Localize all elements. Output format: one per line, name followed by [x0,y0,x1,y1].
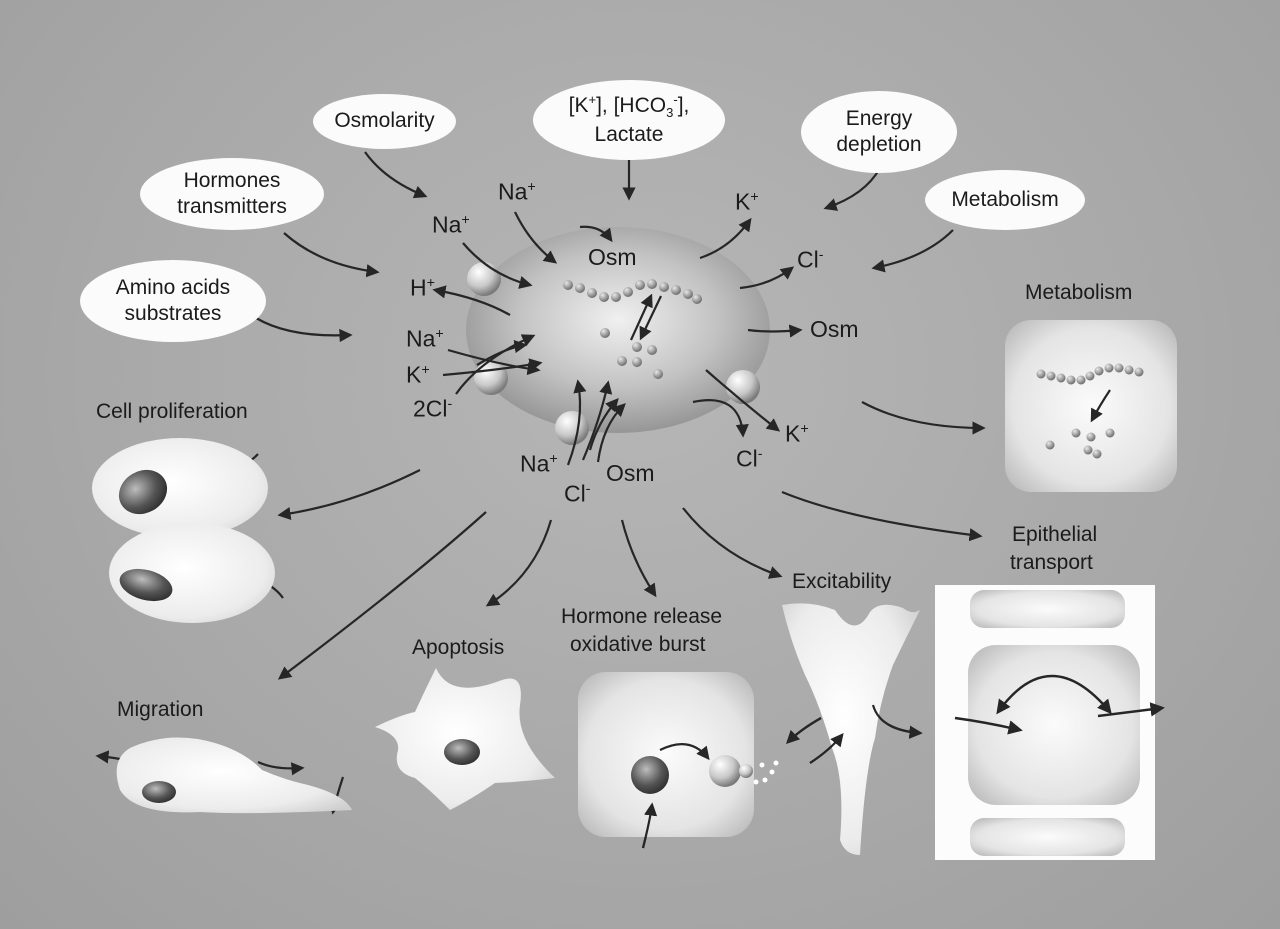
input-bubble-energy: Energy depletion [801,91,957,173]
ion-na-top: Na+ [498,178,536,205]
ion-cl-lower-right: Cl- [736,445,763,472]
ion-na-bottom: Na+ [520,450,558,477]
ion-na-left: Na+ [432,211,470,238]
input-bubble-ions: [K+], [HCO3-], Lactate [533,80,725,160]
input-label-amino: Amino acids substrates [115,275,231,325]
central-polymer [563,279,702,304]
outcome-migration: Migration [117,698,204,721]
central-cell [466,227,770,433]
transporter-bottom [555,411,589,445]
input-label-energy: Energy depletion [836,106,922,156]
central-monomers [600,328,663,379]
migration-cell [116,737,353,814]
ion-cl-right: Cl- [797,246,824,273]
transporter-nkcc [474,361,508,395]
epithelial-panel [935,585,1155,860]
transporter-kcl [726,370,760,404]
input-bubble-osmolarity: Osmolarity [313,94,456,149]
ion-k-top: K+ [735,188,759,215]
input-bubble-metabolism: Metabolism [925,170,1085,230]
ion-2cl-nkcc: 2Cl- [413,395,453,422]
ion-k-right: K+ [785,420,809,447]
apoptosis-cell [375,668,555,810]
metabolism-box [1005,320,1177,492]
input-label-osmolarity: Osmolarity [334,109,435,133]
input-label-ions: [K+], [HCO3-], Lactate [568,92,690,146]
epithelial-arrows [954,675,1165,735]
input-label-hormones: Hormones transmitters [177,168,287,218]
input-bubble-amino: Amino acids substrates [80,260,266,342]
ion-osm-right: Osm [810,316,859,342]
outcome-hormone-1: Hormone release [561,605,723,628]
hormone-arrows [641,389,1111,849]
outcome-hormone-2: oxidative burst [570,633,706,656]
outcome-metabolism: Metabolism [1025,281,1133,304]
input-bubble-hormones: Hormones transmitters [140,158,324,230]
ion-k-nkcc: K+ [406,361,430,388]
transporter-h [467,262,501,296]
ion-cl-bottom: Cl- [564,480,591,507]
ion-osm-bottom: Osm [606,460,655,486]
outcome-epithelial-2: transport [1010,551,1093,574]
outcome-excitability: Excitability [792,570,892,593]
ion-h: H+ [410,274,435,301]
excitability-neuron [782,603,920,855]
hormone-box [578,672,779,837]
outcome-epithelial-1: Epithelial [1012,523,1098,546]
input-label-metabolism: Metabolism [951,187,1059,211]
ion-na-nkcc: Na+ [406,325,444,352]
ion-osm-inner: Osm [588,244,637,270]
proliferation-cells [92,438,275,623]
outcome-apoptosis: Apoptosis [412,636,505,659]
outcome-cell-proliferation: Cell proliferation [96,400,248,423]
